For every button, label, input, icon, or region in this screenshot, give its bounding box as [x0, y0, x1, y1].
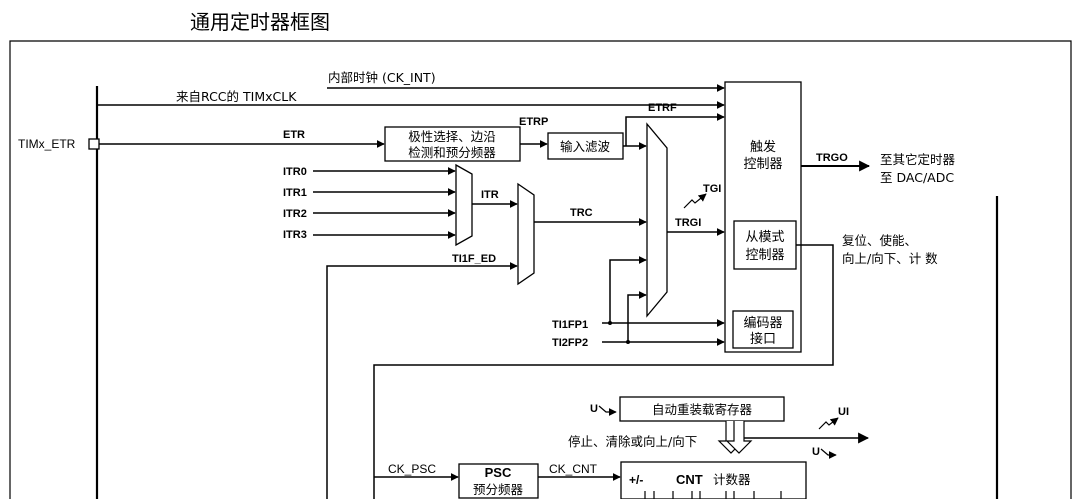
outer-frame: [9, 40, 1072, 499]
itr1-label: ITR1: [283, 187, 307, 199]
stop-clear-label: 停止、清除或向上/向下: [568, 434, 697, 449]
arr-u-label: U: [590, 403, 598, 415]
etrf-line: [625, 113, 725, 146]
cnt-output-ticks: [644, 491, 782, 499]
ck-cnt-label: CK_CNT: [549, 462, 598, 476]
slave-mode-line-1: 从模式: [745, 230, 784, 245]
psc-label: 预分频器: [473, 482, 524, 497]
itr-label: ITR: [481, 189, 499, 201]
ti1f-ed-line: [326, 262, 518, 499]
update-u-label: U: [812, 446, 820, 458]
page-title: 通用定时器框图: [190, 10, 330, 34]
tgi-label: TGI: [703, 183, 721, 195]
encoder-line-1: 编码器: [743, 316, 782, 331]
input-filter-label: 输入滤波: [560, 139, 611, 154]
cnt-plus-minus: +/-: [629, 473, 643, 487]
timxclk-label: 来自RCC的 TIMxCLK: [176, 89, 297, 104]
trgo-label: TRGO: [816, 152, 848, 164]
arr-u-arrow-icon: [598, 405, 617, 416]
trigger-controller-line-2: 控制器: [743, 157, 782, 172]
ui-label: UI: [838, 406, 849, 418]
auto-reload-register-block: [619, 396, 785, 422]
cnt-label: 计数器: [713, 472, 751, 487]
itr0-label: ITR0: [283, 166, 307, 178]
slave-mode-controller-block: [733, 220, 797, 270]
ti1fp1-tap-line: [609, 256, 647, 323]
itr3-label: ITR3: [283, 229, 307, 241]
to-other-timers-label: 至其它定时器: [880, 152, 956, 167]
encoder-line-2: 接口: [750, 331, 776, 347]
psc-name: PSC: [485, 465, 512, 480]
ti2fp2-tap-line: [627, 291, 647, 342]
trigger-controller-block: [724, 81, 802, 353]
ck-int-label: 内部时钟 (CK_INT): [328, 70, 436, 85]
reset-enable-line-2: 向上/向下、计 数: [842, 251, 938, 266]
ck-psc-label: CK_PSC: [388, 462, 436, 476]
timx-etr-pin[interactable]: [88, 138, 100, 150]
ui-arrow-icon: [818, 417, 839, 430]
ti1fp1-junction: [608, 321, 612, 325]
etrf-label: ETRF: [648, 102, 677, 114]
timx-etr-label: TIMx_ETR: [18, 137, 76, 151]
slave-mode-line-2: 控制器: [745, 248, 784, 263]
to-dac-adc-label: 至 DAC/ADC: [880, 170, 954, 185]
reset-enable-line-1: 复位、使能、: [842, 233, 917, 248]
polarity-line-1: 极性选择、边沿: [408, 129, 496, 144]
update-u-arrow-icon: [820, 448, 837, 459]
ti1f-ed-label: TI1F_ED: [452, 253, 496, 265]
trc-label: TRC: [570, 207, 593, 219]
trgi-label: TRGI: [675, 217, 701, 229]
ti1fp1-label: TI1FP1: [552, 319, 588, 331]
trigger-controller-line-1: 触发: [750, 139, 776, 155]
polarity-line-2: 检测和预分频器: [408, 145, 496, 160]
tgi-arrow-icon: [683, 193, 707, 209]
input-filter-block: [547, 132, 624, 160]
psc-block: [458, 463, 539, 499]
ti2fp2-junction: [626, 340, 630, 344]
etrp-label: ETRP: [519, 116, 548, 128]
auto-reload-register-label: 自动重装载寄存器: [652, 402, 753, 417]
cnt-counter-block: [620, 461, 807, 499]
trgi-mux: [646, 122, 668, 318]
trc-mux: [517, 182, 535, 286]
polarity-select-block: [384, 126, 521, 162]
etr-label: ETR: [283, 129, 305, 141]
cnt-name: CNT: [676, 472, 703, 487]
arr-load-arrow-2: [725, 421, 753, 454]
itr-mux: [455, 163, 473, 247]
slave-output-line: [373, 244, 834, 499]
ti2fp2-label: TI2FP2: [552, 337, 588, 349]
encoder-interface-block: [732, 310, 794, 349]
itr2-label: ITR2: [283, 208, 307, 220]
